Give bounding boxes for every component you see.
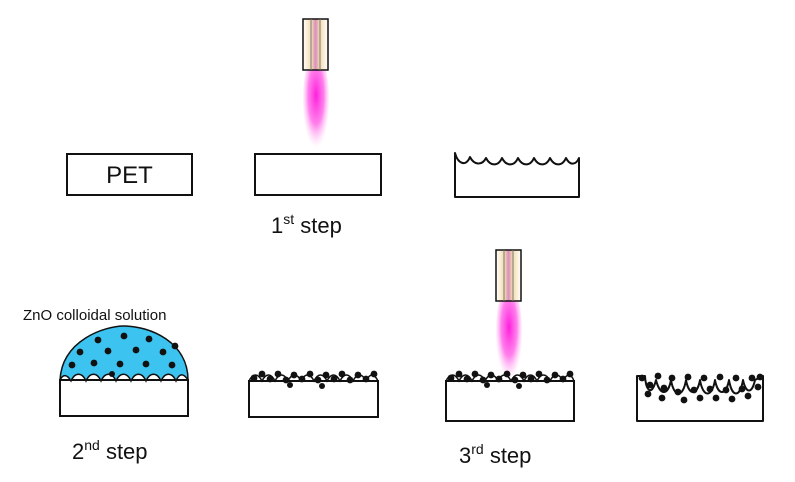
step3-sup: rd [471,441,483,457]
substrate-plasma-treatment [254,153,382,196]
step3-word: step [484,443,532,468]
plasma-jet-icon [495,249,522,380]
nanoparticle-icon [638,372,764,404]
etched-substrate [454,152,580,198]
step2-label: 2nd step [72,437,148,464]
final-zno-pet-substrate [636,372,764,422]
pet-label: PET [106,162,153,189]
substrate-step3-treatment [445,370,575,422]
coated-substrate [248,370,379,418]
step1-num: 1 [271,213,283,238]
zno-particles-in-drop [68,332,179,377]
substrate-with-zno-drop [59,325,189,417]
pet-substrate: PET [66,153,193,196]
step3-num: 3 [459,443,471,468]
step3-label: 3rd step [459,441,531,468]
step1-word: step [294,213,342,238]
nanoparticle-icon [447,370,574,389]
step2-num: 2 [72,439,84,464]
zno-drop [59,325,189,383]
step2-word: step [100,439,148,464]
step1-label: 1st step [271,211,342,238]
nanoparticle-icon [250,370,378,389]
plasma-jet-icon [302,18,329,148]
step2-sup: nd [84,437,100,453]
zno-solution-label: ZnO colloidal solution [23,307,166,324]
step1-sup: st [283,211,294,227]
